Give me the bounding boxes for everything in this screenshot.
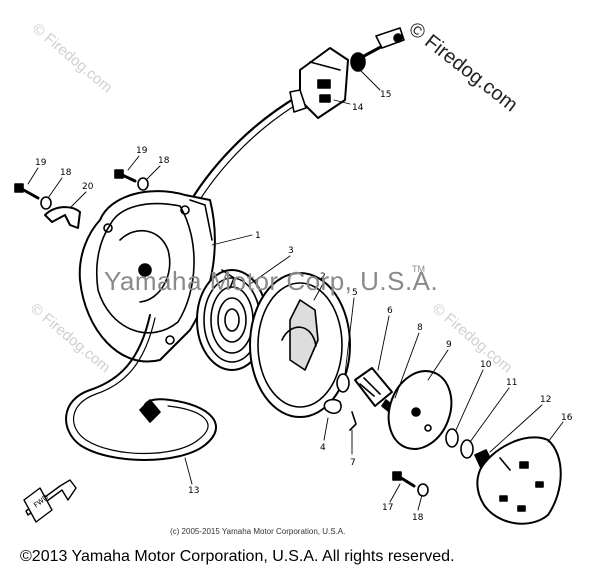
bolt-part-19-mid [114,169,137,183]
callout-11: 11 [506,378,517,388]
starter-rope-part-13 [65,314,217,461]
callout-13: 13 [188,486,199,496]
cable-clamp-part-20 [44,206,81,229]
washer-part-18-left [40,196,52,210]
callout-14: 14 [352,103,364,113]
callout-17: 17 [382,503,393,513]
starter-cover-part-16 [476,436,562,525]
friction-plate-part-9 [387,370,453,450]
pawl-spring-part-7 [349,411,357,431]
washer-part-18-mid [137,177,149,191]
washer-part-18-bottom [417,483,429,497]
callout-18-mid: 18 [158,156,170,166]
callout-10: 10 [480,360,492,370]
callout-15: 15 [380,90,391,100]
fwd-arrow-icon [23,479,77,523]
callout-3: 3 [288,246,294,256]
callout-19-mid: 19 [136,146,148,156]
bolt-part-19-left [14,183,40,200]
callout-7: 7 [350,458,356,468]
pawl-part-4 [323,398,342,415]
footer-copyright: ©2013 Yamaha Motor Corporation, U.S.A. A… [20,548,455,565]
sheave-drum-part-2 [249,272,351,418]
callout-20: 20 [82,182,94,192]
callout-8: 8 [417,323,423,333]
bolt-part-17 [392,471,416,488]
callout-4: 4 [320,443,326,453]
callout-2: 2 [320,272,326,282]
washer-part-5 [336,373,350,393]
spring-washer-part-11 [460,439,474,459]
callout-16: 16 [561,413,573,423]
callout-18-bottom: 18 [412,513,424,523]
callout-18-left: 18 [60,168,72,178]
starter-housing-part-1 [78,190,216,363]
callout-6: 6 [387,306,393,316]
watermark-trademark-line: Yamaha Motor Corp, U.S.A. [104,266,439,296]
watermark-tm-mark: TM [412,264,425,274]
callout-12: 12 [540,395,551,405]
washer-part-10 [445,428,459,448]
callout-9: 9 [446,340,452,350]
callout-5: 5 [352,288,358,298]
drive-pawl-part-6 [354,367,393,407]
callout-1: 1 [255,231,261,241]
cable-holder-part-14 [289,47,349,119]
callout-19-left: 19 [35,158,47,168]
credit-small: (c) 2005-2015 Yamaha Motor Corporation, … [170,527,346,536]
grommet-part-15 [350,27,405,72]
leader-lines [27,69,564,511]
